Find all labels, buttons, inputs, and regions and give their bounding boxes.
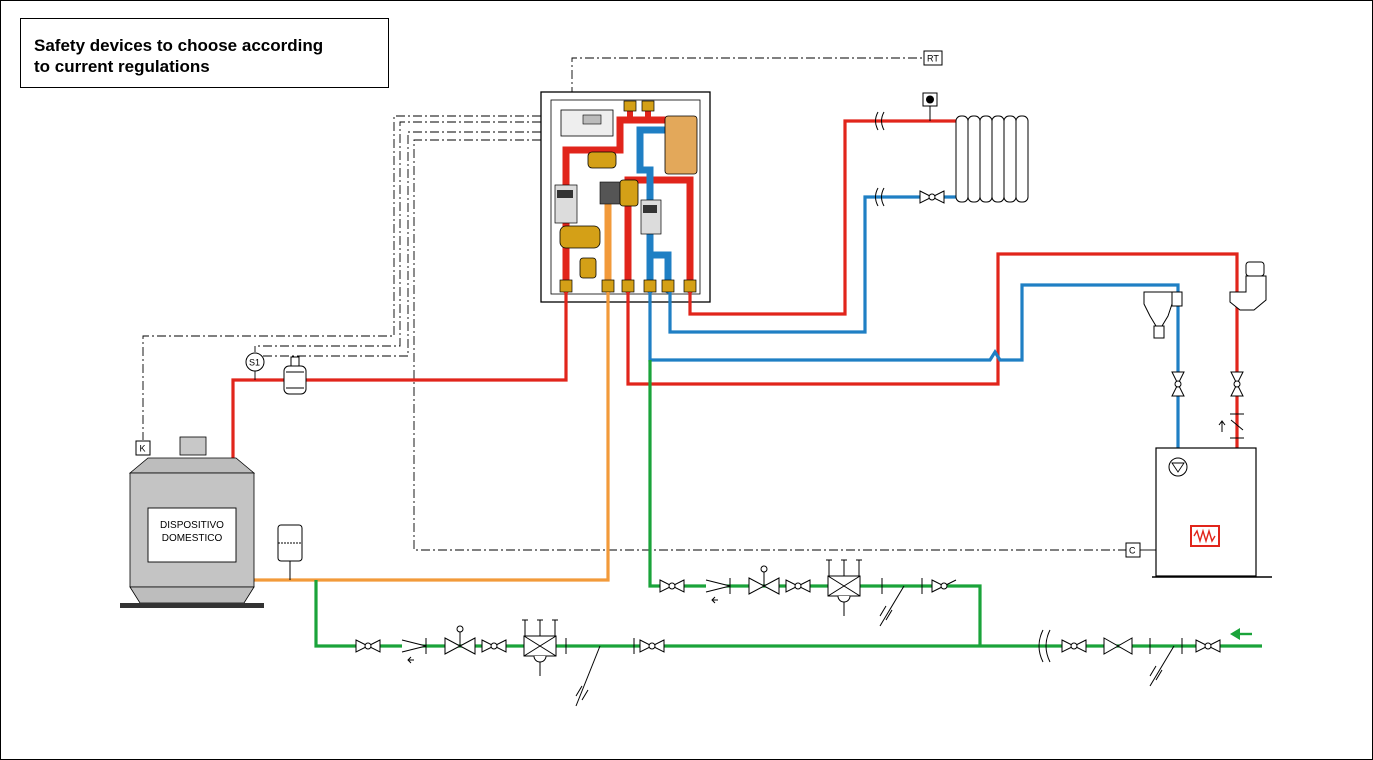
tag-c: C	[1125, 542, 1156, 558]
heat-coil-icon	[1193, 528, 1216, 544]
tag-k-label: K	[140, 444, 146, 454]
pipe-radiator-supply	[688, 119, 956, 316]
module-fittings	[559, 100, 697, 293]
air-separator-icon	[283, 356, 307, 395]
dirt-separator-icon	[1143, 291, 1183, 339]
dhw-cylinder	[1152, 447, 1272, 578]
expansion-vessel-icon	[277, 524, 303, 580]
safety-note: Safety devices to choose according to cu…	[20, 18, 389, 88]
filter-body	[579, 257, 597, 279]
module-internal-piping	[562, 102, 694, 294]
tag-k: K	[135, 440, 151, 456]
tag-c-label: C	[1129, 546, 1136, 556]
internal-cold-up	[636, 126, 669, 259]
pipe-appliance-flow	[231, 292, 568, 470]
inlet-arrow-icon	[1230, 628, 1252, 640]
internal-cold-u	[646, 251, 672, 294]
appliance-label-line2: DOMESTICO	[162, 533, 223, 544]
cylinder-valves	[1171, 371, 1244, 397]
diverter-valve	[619, 179, 639, 207]
wire-aux	[262, 131, 558, 357]
pipe-mains-branch	[648, 360, 982, 646]
appliance-label-line1: DISPOSITIVO	[160, 520, 224, 531]
mains-fittings-branch	[659, 559, 957, 627]
pipe-break-marks	[875, 111, 1051, 663]
domestic-appliance: DISPOSITIVO DOMESTICO	[120, 436, 264, 608]
mains-fittings-inlet	[1061, 637, 1221, 687]
probe-s1: S1	[245, 352, 265, 380]
radiator	[955, 115, 1029, 203]
controller-display	[582, 114, 602, 125]
radiator-valve	[919, 190, 945, 204]
radiator-air-vent	[922, 92, 938, 121]
probe-s1-label: S1	[249, 358, 260, 368]
mains-fittings-main	[355, 619, 665, 707]
dirt-separator	[559, 225, 601, 249]
pipe-mains-main	[314, 580, 1262, 648]
pump-right-head	[643, 205, 657, 213]
wire-c	[413, 139, 1126, 551]
pump-left-head	[557, 190, 573, 198]
internal-hot-loop	[624, 176, 694, 294]
room-thermostat: RT	[923, 50, 943, 66]
plate-heat-exchanger	[664, 115, 698, 175]
wire-s1	[254, 121, 558, 352]
mixing-valve-body	[587, 151, 617, 169]
module-components	[554, 100, 698, 293]
room-thermostat-label: RT	[927, 54, 939, 64]
safety-valve-icon	[1229, 261, 1267, 311]
pipe-cylinder-return	[648, 283, 1192, 534]
wire-k	[142, 115, 558, 440]
check-valve-icon	[1218, 413, 1244, 439]
pipe-radiator-return	[668, 195, 956, 334]
pipe-dhw	[250, 292, 610, 582]
mixing-valve-actuator	[599, 181, 623, 205]
